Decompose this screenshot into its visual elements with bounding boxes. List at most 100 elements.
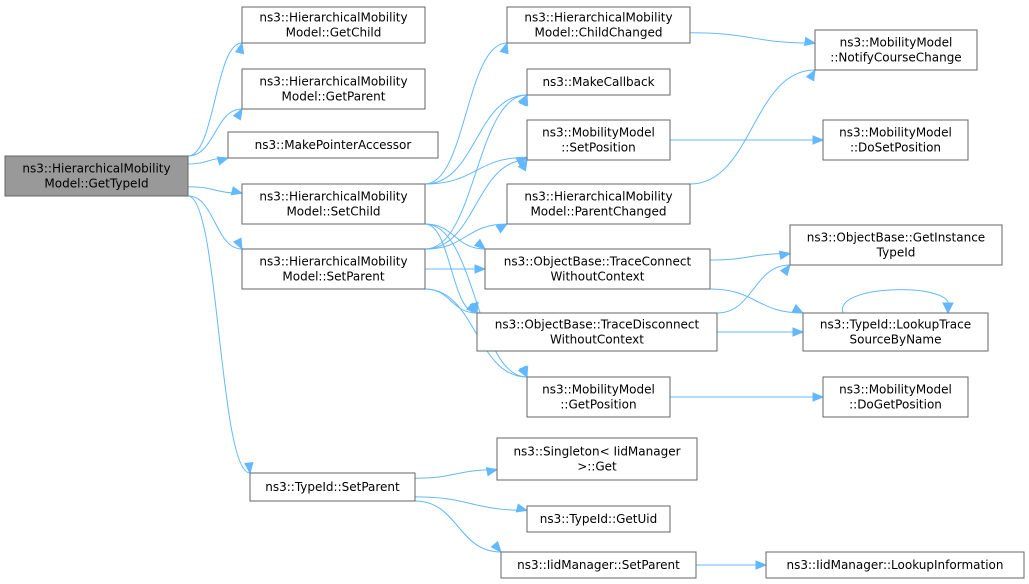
node-label-line: ns3::IidManager::SetParent [517,558,680,572]
node-label-line: >::Get [577,460,617,474]
node-label-line: Model::GetParent [282,90,386,104]
node-mm_notify[interactable]: ns3::MobilityModel::NotifyCourseChange [814,29,978,71]
edge-ob_tracedisconnect-to-ob_getinstancetypeid [716,263,791,314]
node-label-line: ::SetPosition [561,141,636,155]
edge-hm_setparent-to-ob_traceconnect [425,264,487,274]
node-box [241,6,426,44]
node-iid_setparent[interactable]: ns3::IidManager::SetParent [500,551,697,579]
node-label-line: ns3::MobilityModel [542,126,655,140]
node-label-line: ns3::ObjectBase::TraceDisconnect [495,318,700,332]
node-label-line: ns3::IidManager::LookupInformation [787,558,1004,572]
node-box [506,183,691,225]
node-box [789,224,1003,266]
edge-typeid_setparent-to-typeid_getuid [414,496,529,513]
edge-typeid_setparent-to-singleton_get [414,467,499,479]
node-label-line: SourceByName [850,333,942,347]
node-mm_getposition[interactable]: ns3::MobilityModel::GetPosition [526,376,671,418]
node-label-line: ns3::ObjectBase::TraceConnect [504,255,692,269]
node-box [241,68,426,110]
edge-hm_setchild-to-ob_traceconnect [424,223,487,250]
node-typeid_setparent[interactable]: ns3::TypeId::SetParent [249,472,416,502]
node-label-line: ::GetPosition [560,398,636,412]
node-box [241,248,426,290]
node-hm_setparent[interactable]: ns3::HierarchicalMobilityModel::SetParen… [241,248,426,290]
node-label-line: WithoutContext [550,333,644,347]
node-box [4,155,189,197]
edge-root-to-hm_setparent [187,195,243,251]
node-hm_childchanged[interactable]: ns3::HierarchicalMobilityModel::ChildCha… [506,6,691,44]
node-label-line: Model::SetChild [286,205,380,219]
node-label-line: ns3::MobilityModel [839,383,952,397]
node-label-line: Model::ParentChanged [530,205,666,219]
edge-hm_setparent-to-hm_parentchanged [424,223,509,250]
node-mm_dogetposition[interactable]: ns3::MobilityModel::DoGetPosition [822,376,969,418]
node-label-line: Model::GetTypeId [44,177,148,191]
node-label-line: ::DoSetPosition [850,141,941,155]
node-mm_dosetposition[interactable]: ns3::MobilityModel::DoSetPosition [822,119,969,161]
node-label-line: ns3::HierarchicalMobility [524,190,672,204]
node-box [241,183,426,225]
edge-root-to-hm_getparent [187,107,243,157]
edge-hm_setchild-to-mm_getposition [424,223,529,379]
node-label-line: ns3::MakeCallback [542,75,654,89]
node-label-line: ns3::HierarchicalMobility [259,11,407,25]
call-nodes: ns3::HierarchicalMobilityModel::GetTypeI… [4,6,1025,579]
node-label-line: TypeId [876,246,916,260]
node-label-line: ns3::MakePointerAccessor [255,138,412,152]
node-label-line: WithoutContext [551,270,645,284]
call-edges [187,32,954,570]
node-label-line: ns3::TypeId::SetParent [265,480,400,494]
node-iid_lookupinfo[interactable]: ns3::IidManager::LookupInformation [765,551,1025,579]
edge-mm_getposition-to-mm_dogetposition [670,392,825,402]
node-ob_tracedisconnect[interactable]: ns3::ObjectBase::TraceDisconnectWithoutC… [476,312,718,352]
node-label-line: ::DoGetPosition [849,398,942,412]
node-label-line: Model::GetChild [286,26,382,40]
edge-root-to-typeid_setparent [187,195,254,475]
node-label-line: ns3::MobilityModel [839,126,952,140]
edge-root-to-hm_setchild [187,186,244,196]
node-root[interactable]: ns3::HierarchicalMobilityModel::GetTypeI… [4,155,189,197]
node-label-line: ns3::MobilityModel [840,36,953,50]
node-label-line: Model::SetParent [282,270,385,284]
node-ob_traceconnect[interactable]: ns3::ObjectBase::TraceConnectWithoutCont… [484,248,711,290]
node-box [822,119,969,161]
node-box [802,312,989,352]
node-box [506,6,691,44]
edge-hm_setparent-to-mm_setposition [424,158,528,250]
node-label-line: ns3::HierarchicalMobility [22,162,170,176]
edge-hm_setparent-to-ob_tracedisconnect [424,288,478,314]
node-label-line: ns3::MobilityModel [542,383,655,397]
node-box [227,131,439,159]
node-makepointeraccessor[interactable]: ns3::MakePointerAccessor [227,131,439,159]
node-label-line: ::NotifyCourseChange [830,51,961,65]
edge-iid_setparent-to-iid_lookupinfo [695,560,768,570]
node-hm_getparent[interactable]: ns3::HierarchicalMobilityModel::GetParen… [241,68,426,110]
node-box [765,551,1025,579]
node-box [249,472,416,502]
node-label-line: ns3::HierarchicalMobility [259,75,407,89]
node-box [526,68,671,96]
node-label-line: ns3::ObjectBase::GetInstance [807,231,985,245]
edge-hm_parentchanged-to-mm_notify [689,68,816,185]
node-label-line: ns3::HierarchicalMobility [259,255,407,269]
node-mm_setposition[interactable]: ns3::MobilityModel::SetPosition [526,119,671,161]
node-box [822,376,969,418]
node-box [526,119,671,161]
node-hm_parentchanged[interactable]: ns3::HierarchicalMobilityModel::ParentCh… [506,183,691,225]
node-label-line: Model::ChildChanged [535,26,663,40]
node-label-line: ns3::HierarchicalMobility [524,11,672,25]
node-box [526,376,671,418]
node-box [496,437,698,481]
node-singleton_get[interactable]: ns3::Singleton< IidManager>::Get [496,437,698,481]
node-makecallback[interactable]: ns3::MakeCallback [526,68,671,96]
node-box [526,505,671,533]
node-label-line: ns3::Singleton< IidManager [513,445,680,459]
node-box [484,248,711,290]
edge-typeid_lookuptrace-to-typeid_lookuptrace [842,289,954,315]
edge-hm_childchanged-to-mm_notify [689,32,817,47]
node-typeid_getuid[interactable]: ns3::TypeId::GetUid [526,505,671,533]
